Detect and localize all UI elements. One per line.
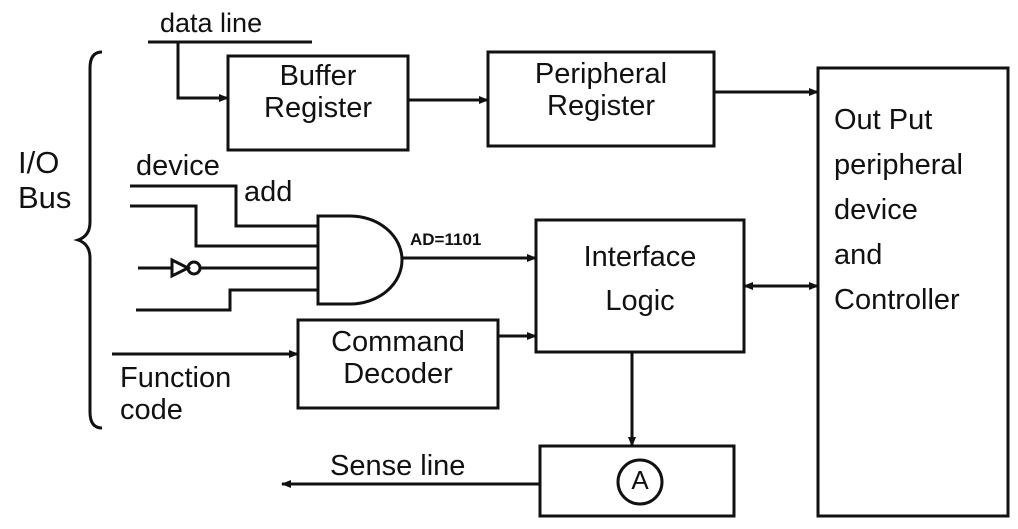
device-add-line-4 bbox=[136, 288, 318, 312]
data-line-label: data line bbox=[160, 8, 263, 38]
command-decoder-box bbox=[296, 318, 500, 410]
bus-label-line-2: Bus bbox=[18, 179, 72, 215]
interface-logic-label: Interface Logic bbox=[536, 236, 744, 323]
output-device-line-4: and bbox=[834, 238, 883, 271]
command-decoder-line-1: Command bbox=[331, 326, 465, 358]
output-device-box bbox=[816, 66, 1010, 518]
buffer-register-line-1: Buffer bbox=[279, 60, 357, 92]
add-label: add bbox=[244, 176, 293, 208]
sense-line-label: Sense line bbox=[330, 450, 466, 482]
function-code-line-2: code bbox=[120, 394, 183, 427]
device-label: device bbox=[136, 150, 220, 182]
interface-logic-line-2: Logic bbox=[605, 284, 675, 317]
device-add-line-1 bbox=[130, 184, 318, 228]
peripheral-register-line-1: Peripheral bbox=[534, 58, 668, 90]
function-code-line-1: Function bbox=[120, 362, 232, 394]
output-device-line-3: device bbox=[834, 193, 918, 226]
command-decoder-label: Command Decoder bbox=[298, 326, 498, 391]
output-device-line-2: peripheral bbox=[834, 148, 963, 181]
address-match-label: AD=1101 bbox=[410, 230, 482, 249]
data-line-wire bbox=[176, 42, 229, 102]
peripheral-register-box bbox=[486, 50, 716, 148]
output-device-line-1: Out Put bbox=[834, 104, 933, 136]
flag-box bbox=[538, 444, 736, 518]
flag-circle bbox=[616, 458, 664, 506]
peripheral-register-line-2: Register bbox=[547, 90, 655, 123]
bus-label-line-1: I/O bbox=[18, 145, 60, 180]
and-gate bbox=[316, 214, 404, 306]
bus-label: I/O Bus bbox=[18, 145, 72, 215]
device-add-line-2 bbox=[130, 204, 318, 248]
buffer-register-line-2: Register bbox=[264, 92, 372, 125]
output-device-line-5: Controller bbox=[834, 283, 960, 316]
peripheral-register-label: Peripheral Register bbox=[488, 58, 714, 123]
output-device-label: Out Put peripheral device and Controller bbox=[834, 98, 963, 323]
buffer-register-label: Buffer Register bbox=[228, 60, 408, 125]
inverter-triangle bbox=[170, 257, 192, 279]
flag-label: A bbox=[631, 465, 649, 495]
bus-brace bbox=[73, 50, 103, 430]
function-code-label: Function code bbox=[120, 362, 231, 427]
interface-logic-line-1: Interface bbox=[583, 241, 697, 273]
buffer-register-box bbox=[226, 54, 410, 152]
command-decoder-line-2: Decoder bbox=[343, 358, 453, 391]
